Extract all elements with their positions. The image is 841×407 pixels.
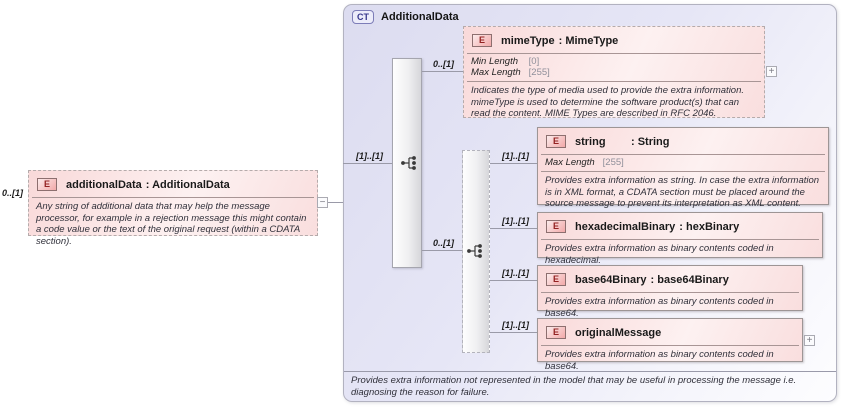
facet-list: Max Length [255]	[538, 155, 828, 171]
cardinality-root: 0..[1]	[2, 188, 24, 198]
facet-label: Max Length	[545, 157, 595, 168]
choice-bar[interactable]	[462, 150, 490, 353]
element-name: originalMessage	[575, 326, 662, 339]
element-name: additionalData	[66, 178, 142, 191]
facet-row: Max Length [255]	[471, 67, 757, 78]
cardinality-original: [1]..[1]	[502, 320, 529, 330]
divider	[32, 197, 314, 198]
element-badge-icon: E	[546, 326, 566, 340]
divider	[467, 81, 761, 82]
collapse-icon[interactable]: −	[317, 197, 328, 208]
cardinality-string: [1]..[1]	[502, 151, 529, 161]
element-badge-icon: E	[546, 135, 566, 149]
element-name: mimeType	[501, 34, 555, 47]
cardinality-mimetype: 0..[1]	[433, 59, 455, 69]
element-annotation: Indicates the type of media used to prov…	[471, 85, 745, 119]
expand-icon[interactable]: +	[804, 335, 815, 346]
complex-type-header: CT AdditionalData	[352, 10, 459, 24]
element-annotation: Any string of additional data that may h…	[36, 201, 307, 247]
element-badge-icon: E	[37, 178, 57, 192]
complex-type-annotation: Provides extra information not represent…	[344, 371, 836, 401]
facet-row: Min Length [0]	[471, 56, 757, 67]
element-type: : hexBinary	[679, 220, 740, 233]
cardinality-choice: 0..[1]	[433, 238, 455, 248]
facet-label: Min Length	[471, 56, 519, 67]
connector-line	[343, 163, 392, 164]
facet-value: [255]	[602, 157, 624, 168]
complex-type-badge-icon: CT	[352, 10, 374, 24]
connector-line	[328, 202, 343, 203]
element-badge-icon: E	[546, 273, 566, 287]
cardinality-base64: [1]..[1]	[502, 268, 529, 278]
element-name: base64Binary	[575, 273, 647, 286]
element-annotation: Provides extra information as binary con…	[545, 296, 774, 319]
element-type: : String	[631, 135, 670, 148]
divider	[541, 154, 825, 155]
connector-line	[422, 250, 462, 251]
element-type: : AdditionalData	[145, 178, 230, 191]
element-name: string	[575, 135, 606, 148]
element-name: hexadecimalBinary	[575, 220, 676, 233]
cardinality-hexadecimal: [1]..[1]	[502, 216, 529, 226]
divider	[541, 292, 799, 293]
element-badge-icon: E	[546, 220, 566, 234]
divider	[541, 239, 819, 240]
connector-line	[490, 163, 537, 164]
facet-value: [255]	[528, 67, 550, 78]
element-annotation: Provides extra information as binary con…	[545, 349, 774, 372]
element-annotation: Provides extra information as string. In…	[545, 175, 820, 209]
element-type: : base64Binary	[650, 273, 729, 286]
divider	[541, 171, 825, 172]
choice-icon	[467, 244, 482, 258]
facet-value: [0]	[528, 56, 540, 67]
element-type: : MimeType	[558, 34, 619, 47]
connector-line	[490, 228, 537, 229]
connector-line	[490, 280, 537, 281]
facet-list: Min Length [0] Max Length [255]	[464, 54, 764, 81]
element-annotation: Provides extra information as binary con…	[545, 243, 774, 266]
connector-line	[490, 332, 537, 333]
divider	[541, 345, 799, 346]
facet-row: Max Length [255]	[545, 157, 821, 168]
connector-line	[422, 71, 463, 72]
complex-type-title: AdditionalData	[381, 11, 459, 23]
cardinality-sequence: [1]..[1]	[356, 151, 383, 161]
divider	[467, 53, 761, 54]
sequence-icon	[401, 156, 416, 170]
expand-icon[interactable]: +	[766, 66, 777, 77]
facet-label: Max Length	[471, 67, 521, 78]
element-badge-icon: E	[472, 34, 492, 48]
